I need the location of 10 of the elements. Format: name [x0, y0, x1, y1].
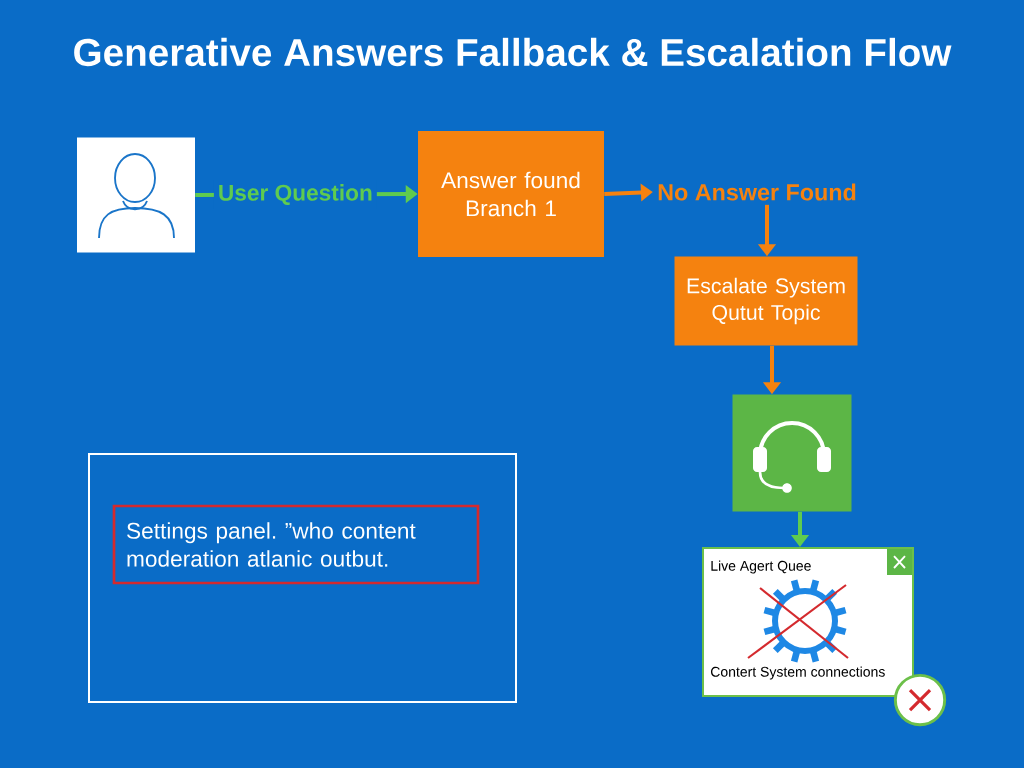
edge-label: User Question: [213, 180, 377, 209]
node-label: Live Agert Quee: [711, 560, 811, 574]
node-label: Contert System connections: [710, 666, 885, 680]
process-box: Escalate System Qutut Topic: [674, 256, 858, 346]
outcome-text: No Answer Found: [658, 183, 856, 201]
title: Generative Answers Fallback & Escalation Flow: [74, 37, 952, 67]
process-box: Answer found Branch 1: [418, 131, 604, 257]
queue-panel: Live Agert Quee Contert System connections: [702, 547, 914, 697]
text-box: Settings panel. ”who content moderation atlanic outbut.: [112, 504, 480, 585]
panel-frame: [88, 453, 517, 703]
